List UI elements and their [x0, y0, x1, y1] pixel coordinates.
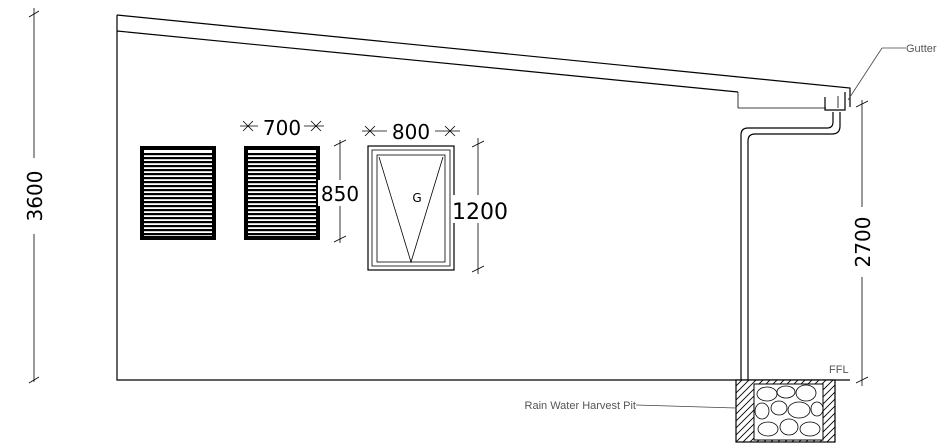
overall-height-dimension: 3600 [23, 8, 47, 384]
pit-stones [754, 384, 823, 437]
louvre-slat [144, 225, 212, 228]
louvre-slat [144, 181, 212, 184]
pit-hatch-line [855, 380, 917, 442]
louvre-width-label: 700 [263, 116, 301, 140]
louvre-slat [144, 185, 212, 188]
downpipe [740, 112, 841, 396]
pit-hatch-line [826, 433, 835, 442]
louvre-slat [248, 201, 316, 204]
gutter-label: Gutter [906, 43, 937, 55]
louvre-slat [248, 177, 316, 180]
louvre-slat [248, 181, 316, 184]
louvre-slat [144, 205, 212, 208]
louvre-2 [244, 146, 320, 240]
louvre-slat [248, 193, 316, 196]
louvre-slat [248, 225, 316, 228]
floor-to-gutter-label: 2700 [851, 217, 875, 268]
louvre-slat [248, 209, 316, 212]
window-height-dimension: 1200 [452, 138, 508, 274]
louvre-slat [144, 213, 212, 216]
louvre-slat [248, 213, 316, 216]
pit-hatch-line [833, 440, 835, 442]
pit-hatch-line [736, 380, 757, 401]
louvre-slat [248, 217, 316, 220]
louvre-slat [248, 205, 316, 208]
louvre-slat [248, 185, 316, 188]
window-width-label: 800 [392, 120, 430, 144]
overall-height-label: 3600 [23, 171, 47, 222]
louvre-slat [248, 161, 316, 164]
pit-hatch-line [841, 380, 903, 442]
floor-to-gutter-dimension: 2700 FFL [829, 100, 875, 386]
window-width-dimension: 800 [362, 119, 460, 144]
wall-outline [116, 14, 851, 381]
louvre-slat [248, 233, 316, 236]
pit-hatch-line [848, 380, 910, 442]
rain-water-harvest-pit: Rain Water Harvest Pit [525, 379, 917, 443]
louvre-slat [144, 153, 212, 156]
louvre-height-label: 850 [321, 182, 359, 206]
louvre-slat [144, 173, 212, 176]
louvre-1 [140, 146, 216, 240]
louvre-slat [144, 161, 212, 164]
louvre-slat [144, 221, 212, 224]
pit-label: Rain Water Harvest Pit [525, 400, 636, 412]
gutter: Gutter [824, 43, 937, 111]
window-g: G [367, 145, 455, 271]
pit-hatch-line [819, 426, 835, 442]
louvre-slat [144, 165, 212, 168]
window-tag: G [412, 191, 421, 205]
louvre-slat [144, 193, 212, 196]
louvre-width-dimension: 700 [240, 114, 324, 140]
louvre-slat [248, 229, 316, 232]
louvre-slat [144, 209, 212, 212]
louvre-slat [144, 177, 212, 180]
louvre-slat [248, 169, 316, 172]
louvre-slat [144, 169, 212, 172]
window-height-label: 1200 [452, 200, 508, 225]
louvre-slat [144, 197, 212, 200]
pit-hatch-line [666, 380, 728, 442]
louvre-slat [248, 153, 316, 156]
louvre-slat [144, 233, 212, 236]
louvre-slat [144, 201, 212, 204]
louvre-slat [248, 157, 316, 160]
louvre-slat [248, 221, 316, 224]
louvre-slat [248, 197, 316, 200]
pit-hatch-line [736, 380, 764, 408]
louvre-slat [248, 189, 316, 192]
louvre-slat [248, 165, 316, 168]
louvre-slat [144, 217, 212, 220]
ffl-label: FFL [829, 364, 849, 376]
pit-hatch-line [673, 380, 735, 442]
louvre-slat [144, 189, 212, 192]
pit-hatch-line [736, 380, 743, 387]
pit-hatch-line [736, 380, 750, 394]
louvre-height-dimension: 850 [318, 139, 362, 243]
louvre-slat [144, 157, 212, 160]
louvre-slat [144, 229, 212, 232]
louvre-slat [248, 173, 316, 176]
